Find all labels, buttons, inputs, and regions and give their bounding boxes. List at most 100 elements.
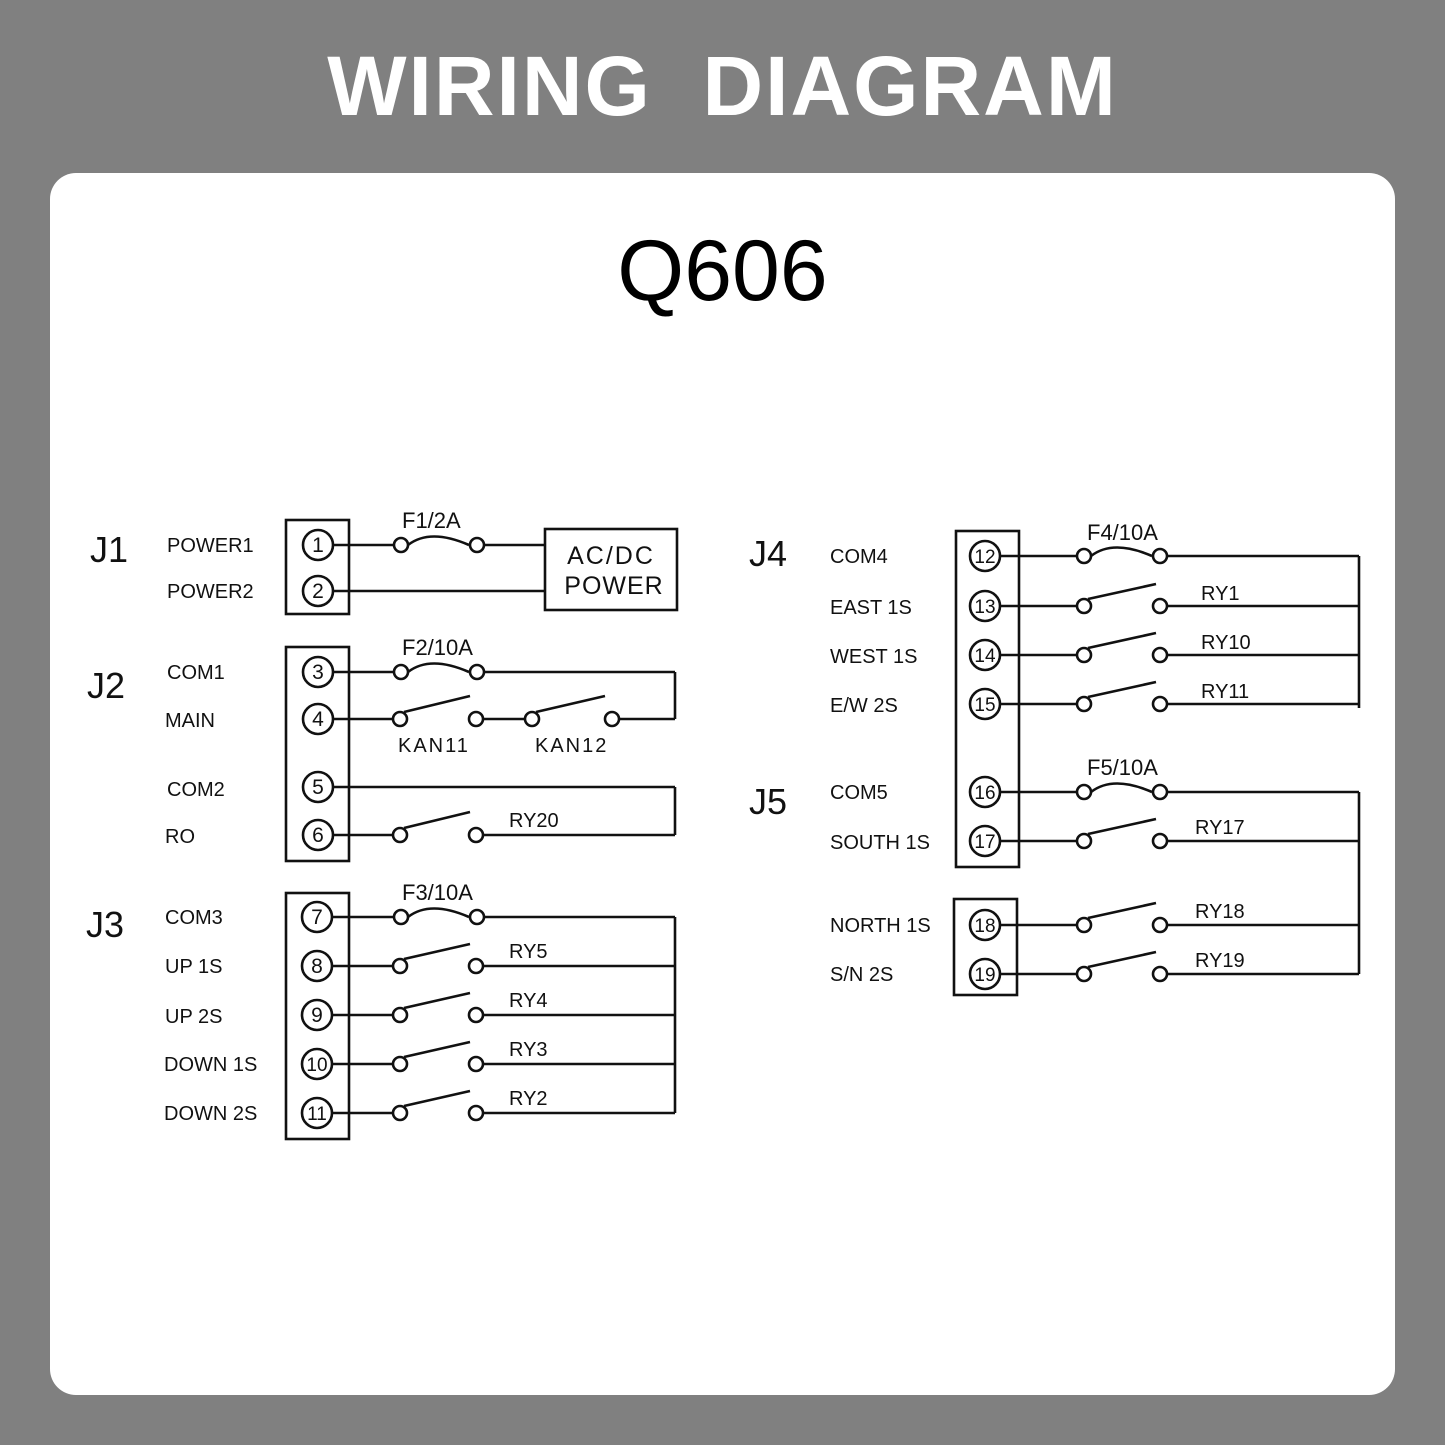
relay-label: RY18 (1195, 901, 1245, 923)
contact (467, 1104, 485, 1122)
relay-label: RY17 (1195, 817, 1245, 839)
contact (1075, 965, 1093, 983)
terminal-label: E/W 2S (830, 695, 898, 717)
relay-label: RY4 (509, 990, 548, 1012)
contact (391, 1055, 409, 1073)
terminal-label: NORTH 1S (830, 915, 931, 937)
connector-j4: J4 COM4 EAST 1S WEST 1S E/W 2S 12 13 14 … (749, 520, 1361, 869)
contact (468, 908, 486, 926)
contact (1151, 965, 1169, 983)
power-box-line1: AC/DC (567, 542, 655, 570)
terminal-label: WEST 1S (830, 646, 917, 668)
terminal-label: DOWN 1S (164, 1054, 257, 1076)
terminal-label: COM4 (830, 546, 888, 568)
fuse-symbol (1090, 782, 1153, 794)
terminal-label: RO (165, 826, 195, 848)
terminal-number: 10 (306, 1055, 327, 1076)
model-title: Q606 (617, 223, 828, 319)
terminal-number: 17 (974, 832, 995, 853)
contact (1075, 597, 1093, 615)
terminal-label: UP 1S (165, 956, 222, 978)
contact (1151, 547, 1169, 565)
terminal-number: 7 (311, 906, 323, 929)
contact (1075, 695, 1093, 713)
switch-blade (1087, 950, 1157, 969)
terminal-label: UP 2S (165, 1006, 222, 1028)
switch-blade (403, 694, 471, 714)
header-title: WIRING DIAGRAM (327, 38, 1118, 133)
terminal-block (954, 529, 1021, 869)
terminal-block (284, 518, 351, 616)
terminal-number: 18 (974, 916, 995, 937)
relay-label: RY10 (1201, 632, 1251, 654)
switch-blade (1087, 582, 1157, 601)
terminal-number: 16 (974, 783, 995, 804)
connector-label: J2 (87, 665, 125, 706)
relay-label: RY20 (509, 810, 559, 832)
contact (1151, 597, 1169, 615)
terminal-block (284, 645, 351, 863)
fuse-symbol (1090, 546, 1153, 558)
terminal-label: COM1 (167, 662, 225, 684)
contact (392, 536, 410, 554)
terminal-label: POWER1 (167, 535, 254, 557)
contact (1075, 646, 1093, 664)
contact (1151, 783, 1169, 801)
connector-j3: J3 COM3 UP 1S UP 2S DOWN 1S DOWN 2S 7 8 … (86, 880, 677, 1141)
terminal-number: 5 (312, 776, 324, 799)
contact (467, 826, 485, 844)
contact (1151, 646, 1169, 664)
terminal-label: COM2 (167, 779, 225, 801)
switch-blade (1087, 817, 1157, 836)
contact (391, 1006, 409, 1024)
contact (392, 663, 410, 681)
contact (523, 710, 541, 728)
contact (467, 1055, 485, 1073)
terminal-number: 8 (311, 955, 323, 978)
terminal-label: S/N 2S (830, 964, 893, 986)
contact (468, 663, 486, 681)
relay-label: RY11 (1201, 681, 1249, 703)
terminal-number: 6 (312, 824, 324, 847)
terminal-label: MAIN (165, 710, 215, 732)
fuse-label: F1/2A (402, 508, 461, 533)
terminal-number: 2 (312, 580, 324, 603)
relay-label: RY2 (509, 1088, 548, 1110)
terminal-label: DOWN 2S (164, 1103, 257, 1125)
switch-blade (403, 991, 471, 1010)
contact (1075, 832, 1093, 850)
terminal-number: 9 (311, 1004, 323, 1027)
connector-label: J1 (90, 529, 128, 570)
terminal-label: COM3 (165, 907, 223, 929)
switch-blade (1087, 901, 1157, 920)
contact (391, 1104, 409, 1122)
terminal-number: 3 (312, 661, 324, 684)
power-box (543, 527, 679, 612)
connector-j5: J5 COM5 SOUTH 1S NORTH 1S S/N 2S 16 17 1… (749, 755, 1361, 997)
terminal-number: 11 (307, 1104, 327, 1125)
connector-label: J3 (86, 904, 124, 945)
connector-j2: J2 COM1 MAIN COM2 RO 3 4 5 6 F2/10A KAN1… (87, 635, 677, 863)
relay-label: RY3 (509, 1039, 548, 1061)
contact (467, 710, 485, 728)
switch-blade (403, 942, 471, 961)
switch-blade (403, 1089, 471, 1108)
switch-blade (403, 810, 471, 830)
relay-label: RY19 (1195, 950, 1245, 972)
terminal-number: 12 (974, 547, 995, 568)
relay-label: RY5 (509, 941, 548, 963)
contact (1151, 695, 1169, 713)
contact (1075, 783, 1093, 801)
connector-j1: J1 POWER1 POWER2 1 2 F1/2A AC/DC POWER (90, 508, 679, 616)
terminal-number: 15 (974, 695, 995, 716)
relay-label: KAN12 (535, 735, 608, 757)
contact (391, 826, 409, 844)
switch-blade (535, 694, 606, 714)
fuse-symbol (407, 535, 470, 547)
contact (603, 710, 621, 728)
fuse-label: F5/10A (1087, 755, 1158, 780)
fuse-label: F2/10A (402, 635, 473, 660)
connector-label: J5 (749, 781, 787, 822)
switch-blade (1087, 631, 1157, 650)
